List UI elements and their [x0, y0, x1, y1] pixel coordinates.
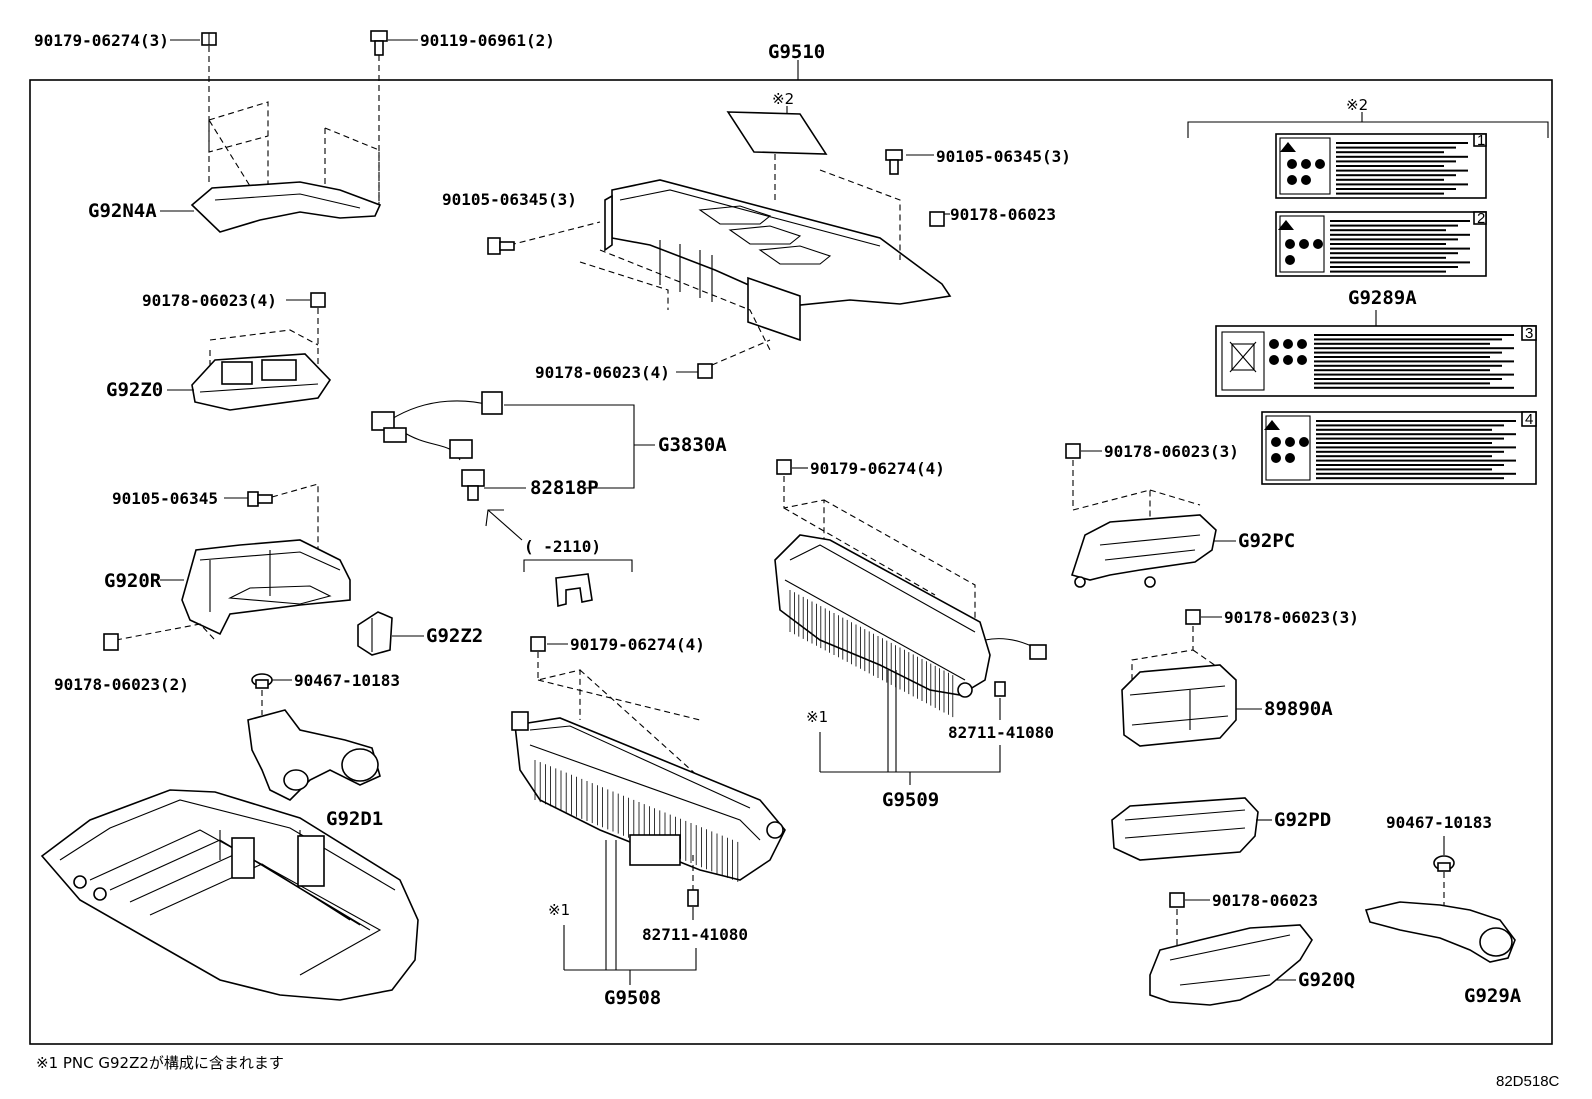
nut-icon: [310, 292, 326, 308]
part-g92z2: [357, 611, 393, 656]
label-90179-06274-qty4-center: 90179-06274(4): [570, 635, 705, 654]
nut-icon: [776, 459, 792, 475]
label-g920q: G920Q: [1298, 969, 1355, 991]
clip-82818p: [461, 469, 485, 501]
bolt-icon: [885, 149, 903, 175]
harness-g3830a: [371, 391, 503, 461]
label-g920r: G920R: [104, 570, 162, 592]
sensor-icon: [994, 681, 1006, 697]
label-82711-41080-right: 82711-41080: [948, 723, 1054, 742]
upper-battery-cover: [604, 179, 952, 342]
label-90467-10183-right: 90467-10183: [1386, 813, 1492, 832]
label-90178-06023-qty4-left: 90178-06023(4): [142, 291, 277, 310]
label-g92n4a: G92N4A: [88, 200, 157, 222]
bolt-icon: [370, 30, 388, 56]
nut-icon: [1065, 443, 1081, 459]
label-g92d1: G92D1: [326, 808, 383, 830]
svg-text:2: 2: [1477, 210, 1485, 227]
label-90179-06274-qty4-right: 90179-06274(4): [810, 459, 945, 478]
footnote: ※1 PNC G92Z2が構成に含まれます: [36, 1054, 284, 1072]
label-90178-06023-upper: 90178-06023: [950, 205, 1056, 224]
arrow-icon: [485, 509, 523, 541]
nut-icon: [697, 363, 713, 379]
label-g9509: G9509: [882, 789, 939, 811]
nut-icon: [201, 32, 217, 46]
sensor-icon: [687, 889, 699, 907]
label-90105-06345-qty3-left: 90105-06345(3): [442, 190, 577, 209]
nut-icon: [929, 211, 945, 227]
label-date-range: ( -2110): [524, 537, 601, 556]
grommet-icon: [251, 673, 273, 689]
svg-text:3: 3: [1525, 325, 1533, 342]
diagram-code: 82D518C: [1496, 1073, 1560, 1090]
label-90178-06023-qty3-lower: 90178-06023(3): [1224, 608, 1359, 627]
label-g92pd: G92PD: [1274, 809, 1331, 831]
label-90105-06345-qty3-right: 90105-06345(3): [936, 147, 1071, 166]
nut-icon: [1169, 892, 1185, 908]
label-sheet: [726, 111, 828, 155]
cover-g92n4a: [190, 101, 382, 233]
nut-icon: [1185, 609, 1201, 625]
duct-g929a: [1364, 901, 1516, 963]
battery-g9508: [511, 711, 786, 882]
svg-text:4: 4: [1525, 411, 1533, 428]
duct-g920q: [1149, 924, 1313, 1006]
label-90105-06345-single: 90105-06345: [112, 489, 218, 508]
bracket-g92z0: [191, 353, 332, 411]
assembly-title: G9510: [768, 41, 825, 63]
battery-g9509: [774, 534, 1047, 718]
label-82711-41080-center: 82711-41080: [642, 925, 748, 944]
battery-tray: [40, 789, 419, 1001]
ecu-89890a: [1121, 664, 1237, 747]
label-90119-06961-qty2: 90119-06961(2): [420, 31, 555, 50]
warning-label-1: 1: [1275, 132, 1487, 199]
svg-text:1: 1: [1477, 132, 1485, 149]
label-note2-upper: ※2: [772, 90, 794, 108]
bracket-g920r: [181, 539, 351, 636]
label-89890a: 89890A: [1264, 698, 1333, 720]
clip-part: [555, 573, 593, 608]
label-g92z0: G92Z0: [106, 379, 163, 401]
label-82818p: 82818P: [530, 477, 599, 499]
label-note1-right: ※1: [806, 708, 828, 726]
assembly-frame: [29, 79, 1553, 1045]
label-g9289a: G9289A: [1348, 287, 1417, 309]
label-g92pc: G92PC: [1238, 530, 1295, 552]
label-g9508: G9508: [604, 987, 661, 1009]
nut-icon: [530, 636, 546, 652]
label-90178-06023-qty4-center: 90178-06023(4): [535, 363, 670, 382]
warning-label-4: 4: [1261, 411, 1537, 485]
nut-icon: [103, 633, 119, 651]
label-note1-center: ※1: [548, 901, 570, 919]
warning-label-3: 3: [1215, 325, 1537, 397]
duct-g92pd: [1111, 797, 1259, 861]
bolt-icon: [247, 491, 273, 507]
duct-g92d1: [247, 709, 381, 801]
disposal-icon: [1229, 341, 1257, 373]
warning-label-2: 2: [1275, 210, 1487, 277]
duct-g92pc: [1070, 514, 1217, 588]
bolt-icon: [487, 237, 515, 255]
label-90467-10183-left: 90467-10183: [294, 671, 400, 690]
label-90178-06023-single-lower: 90178-06023: [1212, 891, 1318, 910]
label-g3830a: G3830A: [658, 434, 727, 456]
label-90178-06023-qty3-upper: 90178-06023(3): [1104, 442, 1239, 461]
label-90179-06274-qty3: 90179-06274(3): [34, 31, 169, 50]
label-note2-labels: ※2: [1346, 96, 1368, 114]
grommet-icon: [1433, 855, 1455, 872]
label-90178-06023-qty2: 90178-06023(2): [54, 675, 189, 694]
label-g92z2: G92Z2: [426, 625, 483, 647]
label-g929a: G929A: [1464, 985, 1522, 1007]
